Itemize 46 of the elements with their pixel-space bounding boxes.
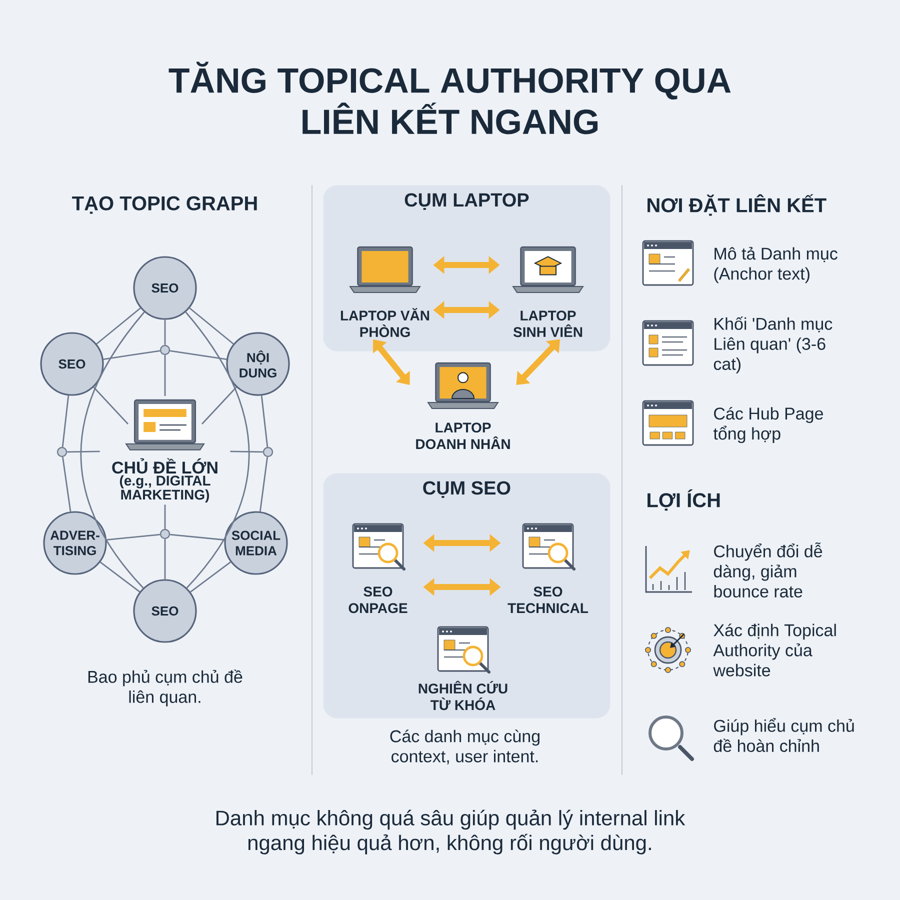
description-text: Bao phủ cụm chủ đề liên quan. <box>88 670 242 706</box>
list-item-text: Các Hub Page tổng hợp <box>713 406 823 444</box>
junction-dot <box>56 446 68 458</box>
connector-line <box>93 386 129 424</box>
caption: Danh mục không quá sâu giúp quản lý internal link ngang hiệu quả hơn, không rối người dùng. <box>216 810 686 854</box>
connector-line <box>62 456 72 512</box>
section-heading: NƠI ĐẶT LIÊN KẾT <box>648 194 826 216</box>
list-item-text: Xác định Topical Authority của website <box>713 624 836 676</box>
connector-line <box>164 320 166 345</box>
connector-line <box>103 350 160 360</box>
section-heading: LỢI ÍCH <box>648 489 720 511</box>
list-item-text: Giúp hiểu cụm chủ đề hoàn chỉnh <box>714 718 854 752</box>
junction-dot <box>262 446 274 458</box>
connector-line <box>190 561 231 593</box>
category-item: LAPTOP SINH VIÊN <box>513 310 582 338</box>
connector-line <box>96 308 141 344</box>
connector-line <box>100 562 140 592</box>
connector-line <box>230 450 263 453</box>
description-text: Các danh mục cùng context, user intent. <box>390 730 540 764</box>
category-item: LAPTOP VĂN PHÒNG <box>340 308 430 338</box>
connector-line <box>259 456 268 512</box>
connector-line <box>164 539 166 580</box>
connector-line <box>62 396 70 448</box>
connector-line <box>164 355 166 396</box>
connector-line <box>80 312 145 588</box>
central-topic: CHỦ ĐỀ LỚN (e.g., DIGITAL MARKETING) <box>112 458 218 502</box>
connector-line <box>201 386 237 424</box>
list-item-text: Chuyển đổi dễ dàng, giảm bounce rate <box>714 542 822 598</box>
list-item-text: Mô tả Danh mục (Anchor text) <box>714 246 838 284</box>
connector-line <box>260 396 268 448</box>
connector-line <box>170 534 224 541</box>
junction-dot <box>160 344 170 356</box>
section-heading: TẠO TOPIC GRAPH <box>72 196 257 214</box>
connector-line <box>106 534 160 541</box>
title: TĂNG TOPICAL AUTHORITY QUA LIÊN KẾT NGANG <box>168 62 731 134</box>
connector-line <box>164 504 166 529</box>
junction-dot <box>160 528 170 540</box>
connector-line <box>170 350 227 360</box>
connector-line <box>67 450 100 453</box>
connector-line <box>185 312 250 588</box>
category-item: SEO TECHNICAL <box>508 586 588 614</box>
category-item: NGHIÊN CỨU TỪ KHÓA <box>418 680 508 710</box>
list-item-text: Khối 'Danh mục Liên quan' (3-6 cat) <box>714 316 832 374</box>
connector-line <box>189 308 234 344</box>
category-item: SEO ONPAGE <box>348 586 408 614</box>
category-item: LAPTOP DOANH NHÂN <box>416 422 510 450</box>
